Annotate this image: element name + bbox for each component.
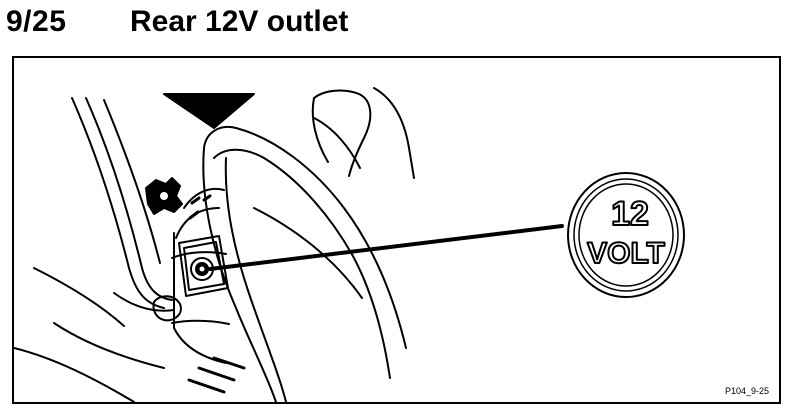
badge-line-1: 12 [611, 195, 649, 233]
console-drawing [171, 188, 246, 394]
figure-reference: P104_9-25 [724, 386, 769, 396]
section-number: 9/25 [6, 5, 67, 38]
outlet-illustration: 12 VOLT [14, 87, 685, 402]
clip-drawing [145, 177, 183, 322]
badge-line-2: VOLT [587, 237, 665, 270]
outlet-cap-badge: 12 VOLT [567, 172, 685, 298]
headrest-shading [163, 93, 255, 129]
illustration-frame: 12 VOLT P104_9-25 [12, 56, 781, 404]
callout-line [208, 224, 564, 271]
page-header: 9/25 Rear 12V outlet [6, 0, 348, 44]
page-title: Rear 12V outlet [130, 5, 349, 38]
seat-back-drawing [202, 87, 415, 402]
door-trim-drawing [14, 97, 175, 402]
